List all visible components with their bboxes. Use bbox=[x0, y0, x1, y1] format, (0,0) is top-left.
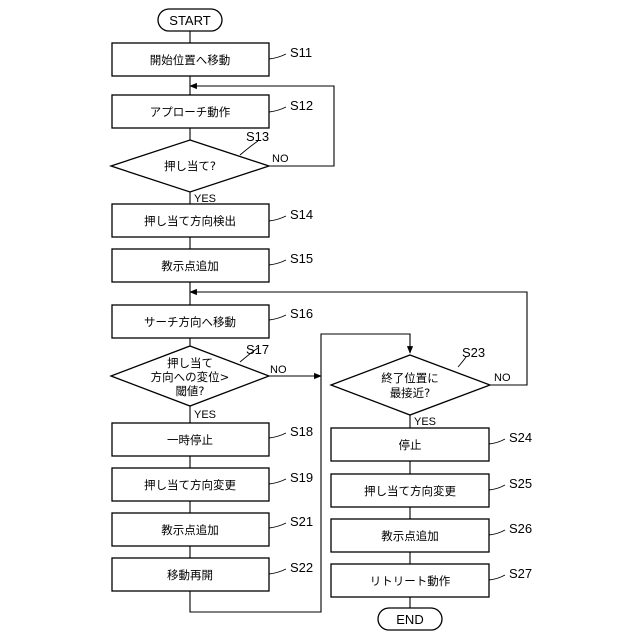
step-s14-id: S14 bbox=[290, 207, 313, 222]
step-s27-id: S27 bbox=[509, 566, 532, 581]
step-s26-text: 教示点追加 bbox=[381, 529, 439, 543]
step-s21-id: S21 bbox=[290, 514, 313, 529]
leader-s21 bbox=[269, 523, 286, 528]
step-s12-id: S12 bbox=[290, 98, 313, 113]
step-s17-id: S17 bbox=[246, 342, 269, 357]
s23-no-label: NO bbox=[494, 372, 511, 384]
s13-no-label: NO bbox=[272, 153, 289, 165]
step-s15-id: S15 bbox=[290, 251, 313, 266]
step-s19-id: S19 bbox=[290, 470, 313, 485]
leader-s19 bbox=[269, 479, 286, 484]
step-s23-id: S23 bbox=[462, 345, 485, 360]
decision-s23-line2: 最接近? bbox=[390, 386, 431, 400]
step-s18-text: 一時停止 bbox=[167, 433, 213, 447]
leader-s11 bbox=[269, 54, 286, 59]
leader-s27 bbox=[489, 575, 505, 580]
step-s25-text: 押し当て方向変更 bbox=[364, 484, 456, 498]
decision-s17-line1: 押し当て bbox=[167, 356, 213, 370]
leader-s16 bbox=[269, 315, 286, 320]
decision-s17-line3: 閾値? bbox=[175, 384, 204, 398]
step-s19-text: 押し当て方向変更 bbox=[144, 478, 236, 492]
start-label: START bbox=[169, 13, 210, 28]
step-s25-id: S25 bbox=[509, 476, 532, 491]
decision-s13-text: 押し当て? bbox=[164, 159, 216, 173]
s23-yes-label: YES bbox=[414, 416, 436, 428]
leader-s18 bbox=[269, 433, 286, 438]
step-s13-id: S13 bbox=[246, 129, 269, 144]
step-s21-text: 教示点追加 bbox=[161, 523, 219, 537]
step-s22-text: 移動再開 bbox=[167, 568, 213, 582]
step-s12-text: アプローチ動作 bbox=[150, 105, 231, 119]
s13-yes-label: YES bbox=[194, 193, 216, 205]
leader-s25 bbox=[489, 485, 505, 490]
decision-s23-line1: 終了位置に bbox=[381, 371, 439, 385]
step-s11-text: 開始位置へ移動 bbox=[150, 53, 231, 67]
step-s27-text: リトリート動作 bbox=[370, 574, 451, 588]
leader-s14 bbox=[269, 216, 286, 221]
end-label: END bbox=[396, 612, 423, 627]
decision-s17-line2: 方向への変位> bbox=[151, 370, 230, 384]
step-s16-text: サーチ方向へ移動 bbox=[144, 315, 236, 329]
decision-s23 bbox=[331, 355, 490, 415]
s17-no-label: NO bbox=[270, 364, 287, 376]
s17-yes-label: YES bbox=[194, 409, 216, 421]
step-s16-id: S16 bbox=[290, 306, 313, 321]
step-s24-id: S24 bbox=[509, 430, 532, 445]
step-s18-id: S18 bbox=[290, 424, 313, 439]
leader-s24 bbox=[489, 439, 505, 444]
leader-s26 bbox=[489, 530, 505, 535]
leader-s22 bbox=[269, 569, 286, 574]
step-s26-id: S26 bbox=[509, 521, 532, 536]
step-s11-id: S11 bbox=[290, 45, 312, 60]
step-s22-id: S22 bbox=[290, 560, 313, 575]
leader-s15 bbox=[269, 260, 286, 265]
step-s15-text: 教示点追加 bbox=[161, 259, 219, 273]
leader-s12 bbox=[269, 107, 286, 112]
step-s14-text: 押し当て方向検出 bbox=[144, 214, 236, 228]
step-s24-text: 停止 bbox=[399, 438, 422, 452]
